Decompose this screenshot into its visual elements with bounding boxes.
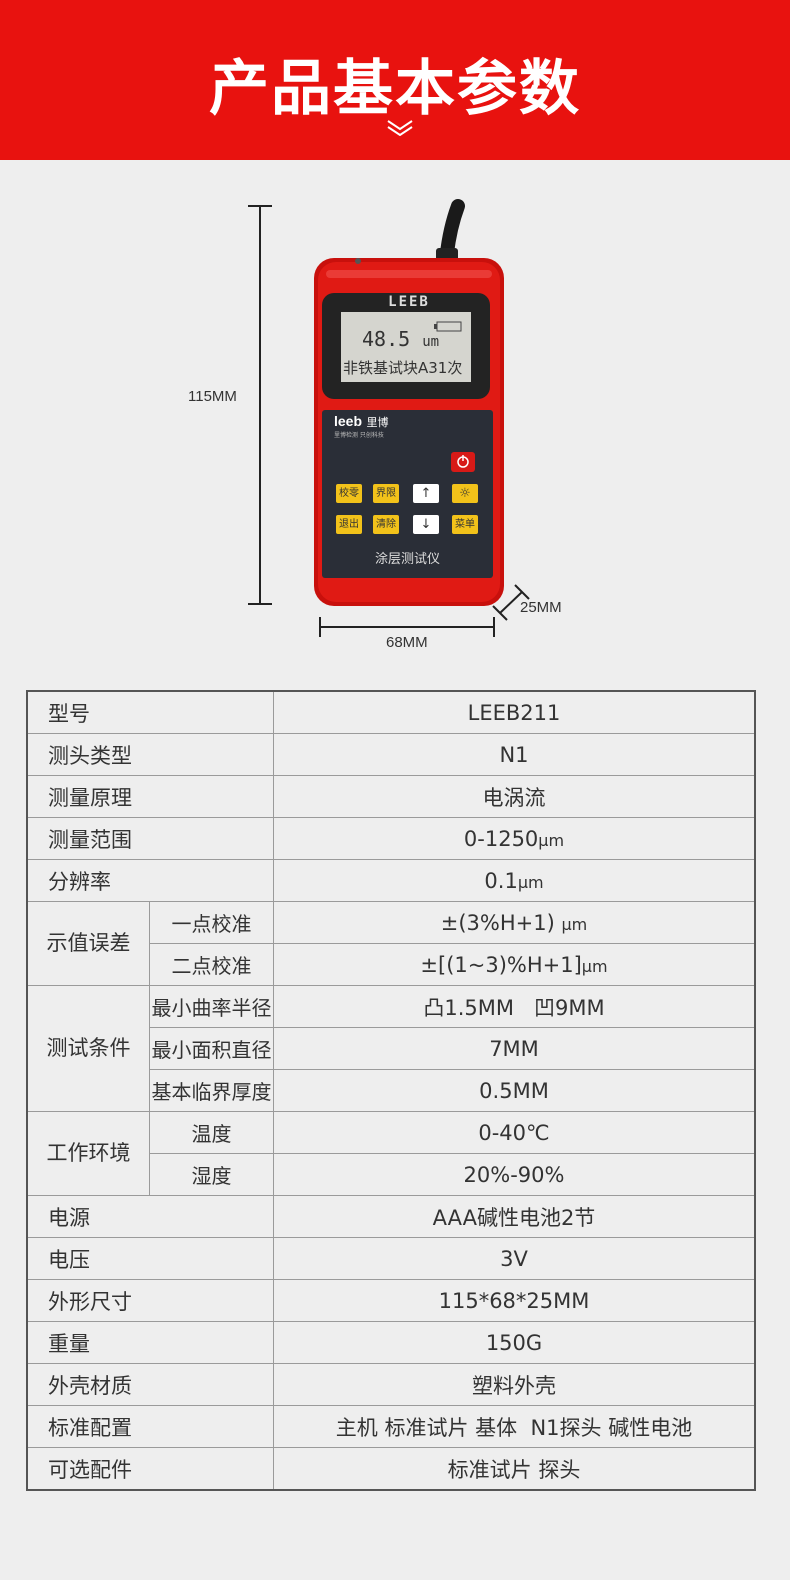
device-key-clear: 清除	[373, 515, 399, 534]
probe-cable	[436, 199, 465, 269]
device-key-limit: 界限	[373, 484, 399, 503]
table-row: 工作环境 温度 0-40℃	[26, 1111, 756, 1196]
device-key-up: ↑	[413, 484, 439, 503]
table-row: 外壳材质 塑料外壳	[26, 1363, 756, 1406]
chevron-down-icon	[387, 120, 413, 136]
header-banner: 产品基本参数	[0, 0, 790, 160]
device-key-menu: 菜单	[452, 515, 478, 534]
spec-key: 分辨率	[26, 859, 274, 902]
width-dimension-label: 68MM	[386, 634, 428, 651]
spec-value-number: ±[(1~3)%H+1]	[420, 952, 582, 977]
spec-key: 标准配置	[26, 1405, 274, 1448]
spec-value: 20%-90%	[272, 1153, 756, 1196]
table-row: 测试条件 最小曲率半径 凸1.5MM 凹9MM	[26, 985, 756, 1112]
table-row: 外形尺寸 115*68*25MM	[26, 1279, 756, 1322]
spec-value: 标准试片 探头	[272, 1447, 756, 1491]
spec-subkey: 一点校准	[149, 901, 274, 944]
spec-value-unit: μm	[561, 914, 588, 934]
device-key-exit: 退出	[336, 515, 362, 534]
device-product-name: 涂层测试仪	[374, 552, 440, 567]
spec-key: 外形尺寸	[26, 1279, 274, 1322]
device-key-light: ☼	[452, 484, 478, 503]
table-row: 二点校准 ±[(1~3)%H+1]μm	[27, 943, 756, 986]
table-row: 湿度 20%-90%	[27, 1153, 756, 1196]
spec-value: 0-40℃	[272, 1111, 756, 1154]
banner-title: 产品基本参数	[209, 54, 581, 124]
spec-key: 重量	[26, 1321, 274, 1364]
table-row: 测量范围 0-1250μm	[26, 817, 756, 860]
spec-value: 7MM	[272, 1027, 756, 1070]
table-row: 可选配件 标准试片 探头	[26, 1447, 756, 1491]
table-row: 电压 3V	[26, 1237, 756, 1280]
spec-value-number: 0-1250	[463, 826, 539, 851]
spec-value-number: ±(3%H+1)	[440, 910, 555, 935]
display-status-text: 非铁基试块A31次	[343, 359, 463, 377]
spec-value: AAA碱性电池2节	[272, 1195, 756, 1238]
spec-key: 测头类型	[26, 733, 274, 776]
spec-value: 3V	[272, 1237, 756, 1280]
spec-key: 电源	[26, 1195, 274, 1238]
spec-subkey: 基本临界厚度	[149, 1069, 274, 1112]
device-brand-label: LEEB	[388, 294, 430, 310]
width-dimension-line	[319, 617, 495, 637]
table-row: 示值误差 一点校准 ±(3%H+1) μm	[26, 901, 756, 986]
group-label-test: 测试条件	[26, 985, 150, 1112]
device-key-down: ↓	[413, 515, 439, 534]
spec-key: 可选配件	[26, 1447, 274, 1491]
table-row: 最小面积直径 7MM	[27, 1027, 756, 1070]
device-logo: leeb 里博	[334, 413, 388, 431]
spec-value: ±[(1~3)%H+1]μm	[272, 943, 756, 986]
group-label-env: 工作环境	[26, 1111, 150, 1196]
spec-value: 115*68*25MM	[272, 1279, 756, 1322]
product-figure: LEEB 48.5 um 非铁基试块A31次 leeb 里博 里博检测 只创科技…	[0, 0, 790, 680]
spec-value: LEEB211	[272, 690, 756, 734]
spec-value-unit: μm	[517, 872, 544, 892]
spec-table: 型号 LEEB211 测头类型 N1 测量原理 电涡流 测量范围 0-1250μ…	[26, 690, 756, 1491]
spec-value-unit: μm	[581, 956, 608, 976]
group-label-error: 示值误差	[26, 901, 150, 986]
spec-value: 150G	[272, 1321, 756, 1364]
height-dimension-label: 115MM	[188, 388, 237, 405]
display-unit: um	[422, 334, 440, 350]
device-logo-cn: 里博	[366, 417, 389, 429]
device-logo-subtitle: 里博检测 只创科技	[334, 432, 384, 439]
table-row: 测头类型 N1	[26, 733, 756, 776]
spec-value-unit: μm	[538, 830, 565, 850]
spec-value-number: 0.1	[484, 868, 518, 893]
spec-value: 0.5MM	[272, 1069, 756, 1112]
spec-value: 0-1250μm	[272, 817, 756, 860]
spec-subkey: 湿度	[149, 1153, 274, 1196]
spec-value: ±(3%H+1) μm	[272, 901, 756, 944]
spec-value: 塑料外壳	[272, 1363, 756, 1406]
height-dimension-line	[248, 205, 272, 605]
spec-value: N1	[272, 733, 756, 776]
spec-value: 凸1.5MM 凹9MM	[272, 985, 756, 1028]
table-row: 型号 LEEB211	[26, 690, 756, 734]
table-row: 测量原理 电涡流	[26, 775, 756, 818]
spec-key: 测量范围	[26, 817, 274, 860]
spec-value: 主机 标准试片 基体 N1探头 碱性电池	[272, 1405, 756, 1448]
spec-key: 测量原理	[26, 775, 274, 818]
table-row: 基本临界厚度 0.5MM	[27, 1069, 756, 1112]
spec-subkey: 二点校准	[149, 943, 274, 986]
device-key-zero: 校零	[336, 484, 362, 503]
spec-value: 0.1μm	[272, 859, 756, 902]
table-row: 重量 150G	[26, 1321, 756, 1364]
depth-dimension-label: 25MM	[520, 599, 562, 616]
display-reading: 48.5 um	[362, 327, 439, 351]
device-logo-text: leeb	[334, 413, 363, 429]
table-row: 标准配置 主机 标准试片 基体 N1探头 碱性电池	[26, 1405, 756, 1448]
depth-dimension-line	[492, 584, 530, 621]
table-row: 电源 AAA碱性电池2节	[26, 1195, 756, 1238]
display-value: 48.5	[362, 327, 411, 351]
table-row: 分辨率 0.1μm	[26, 859, 756, 902]
spec-subkey: 温度	[149, 1111, 274, 1154]
spec-key: 电压	[26, 1237, 274, 1280]
spec-subkey: 最小曲率半径	[149, 985, 274, 1028]
spec-key: 型号	[26, 690, 274, 734]
spec-value: 电涡流	[272, 775, 756, 818]
spec-key: 外壳材质	[26, 1363, 274, 1406]
spec-subkey: 最小面积直径	[149, 1027, 274, 1070]
